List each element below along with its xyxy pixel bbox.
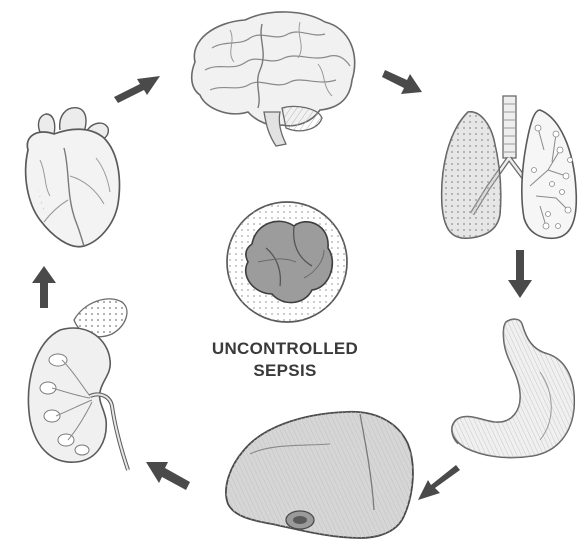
center-label-line2: SEPSIS	[175, 360, 395, 382]
neutrophil-cell-illustration	[227, 202, 347, 322]
heart-illustration	[26, 108, 120, 247]
center-label-line1: UNCONTROLLED	[175, 338, 395, 360]
lungs-illustration	[442, 96, 577, 238]
arrow-heart-to-brain	[114, 76, 160, 103]
arrow-brain-to-lungs	[382, 70, 422, 94]
arrow-liver-to-kidney	[146, 462, 190, 490]
liver-illustration	[226, 412, 413, 538]
center-label: UNCONTROLLED SEPSIS	[175, 338, 395, 382]
arrow-stomach-to-liver	[418, 465, 460, 500]
kidney-illustration	[28, 299, 128, 470]
arrow-kidney-to-heart	[32, 266, 56, 308]
arrow-lungs-to-stomach	[508, 250, 532, 298]
stomach-illustration	[452, 319, 575, 457]
brain-illustration	[192, 12, 355, 146]
